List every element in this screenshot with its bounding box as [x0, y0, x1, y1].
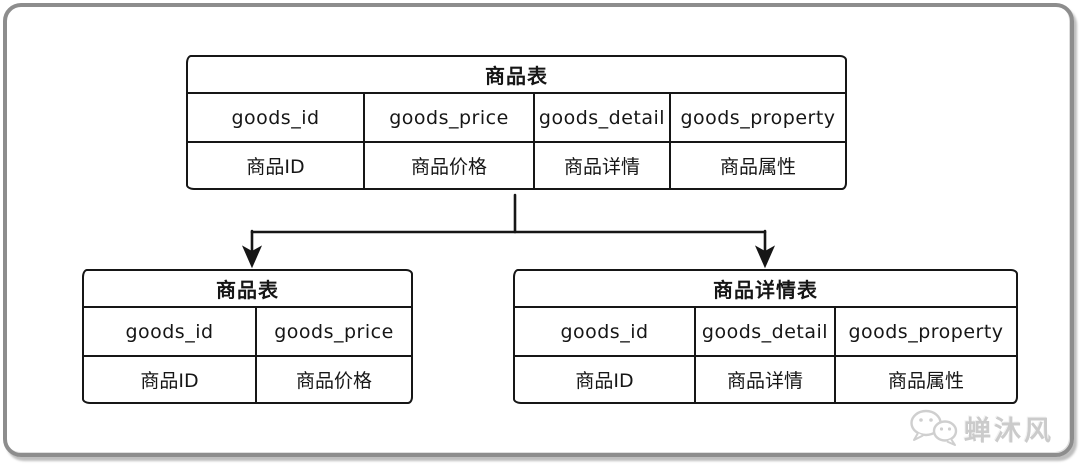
parent-field-goods-property: goods_property: [671, 94, 845, 143]
watermark: 蝉沐风: [909, 408, 1054, 448]
right-arrowhead-icon: [754, 245, 776, 269]
parent-label-goods-property: 商品属性: [719, 156, 796, 178]
child-right-field-goods-property: goods_property: [836, 308, 1016, 357]
child-left-label-goods-price: 商品价格: [295, 370, 372, 392]
child-right-label-goods-id: 商品ID: [515, 357, 696, 402]
child-right-field-goods-detail: goods_detail: [696, 308, 836, 357]
parent-label-goods-id: 商品ID: [188, 143, 365, 188]
parent-field-goods-detail: goods_detail: [535, 94, 671, 143]
child-left-field-goods-id: goods_id: [84, 308, 257, 357]
watermark-text: 蝉沐风: [964, 415, 1054, 447]
wechat-icon: [909, 408, 959, 448]
child-right-field-goods-id: goods_id: [515, 308, 696, 357]
parent-label-goods-price: 商品价格: [365, 143, 535, 188]
child-left-label-row: 商品ID 商品价格: [84, 357, 411, 402]
child-right-label-goods-property: 商品属性: [887, 370, 964, 392]
parent-field-goods-price: goods_price: [365, 94, 535, 143]
child-left-field-goods-price: goods_price: [257, 308, 411, 357]
child-right-label-row: 商品ID 商品详情 商品属性: [515, 357, 1016, 402]
child-left-label-goods-id: 商品ID: [84, 357, 257, 402]
child-right-table-title: 商品详情表: [515, 271, 1016, 308]
parent-field-row: goods_id goods_price goods_detail goods_…: [188, 94, 845, 143]
child-table-left: 商品表 goods_id goods_price 商品ID 商品价格: [82, 269, 413, 404]
child-left-table-title: 商品表: [84, 271, 411, 308]
child-right-label-goods-detail: 商品详情: [696, 357, 836, 402]
child-left-field-row: goods_id goods_price: [84, 308, 411, 357]
parent-label-goods-detail: 商品详情: [535, 143, 671, 188]
left-arrowhead-icon: [241, 245, 263, 269]
child-right-field-row: goods_id goods_detail goods_property: [515, 308, 1016, 357]
parent-table-title: 商品表: [188, 57, 845, 94]
parent-table: 商品表 goods_id goods_price goods_detail go…: [186, 55, 847, 190]
parent-label-row: 商品ID 商品价格 商品详情 商品属性: [188, 143, 845, 188]
parent-field-goods-id: goods_id: [188, 94, 365, 143]
child-table-right: 商品详情表 goods_id goods_detail goods_proper…: [513, 269, 1018, 404]
